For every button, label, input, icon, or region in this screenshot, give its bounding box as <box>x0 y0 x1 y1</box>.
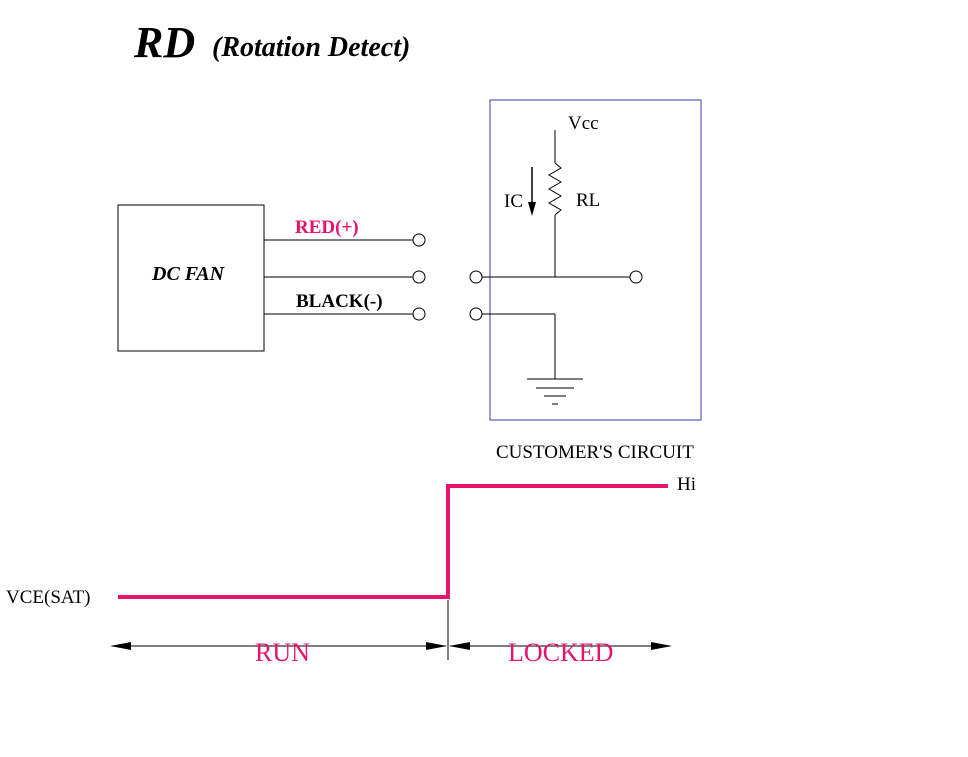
vcc-label: Vcc <box>568 113 599 134</box>
rd-signal-waveform <box>118 484 668 599</box>
hi-label: Hi <box>677 474 696 495</box>
rl-label: RL <box>576 190 600 211</box>
run-arrow-left-head <box>110 642 131 650</box>
title-main: RD <box>133 18 195 67</box>
title-sub: (Rotation Detect) <box>212 32 410 63</box>
terminal-signal <box>412 270 426 284</box>
vce-sat-label: VCE(SAT) <box>6 587 90 608</box>
circuit-terminal-ground <box>469 307 483 321</box>
red-wire-label: RED(+) <box>295 217 359 238</box>
circuit-caption: CUSTOMER'S CIRCUIT <box>496 442 694 463</box>
terminal-red <box>412 233 426 247</box>
resistor-rl <box>548 162 562 216</box>
run-label: RUN <box>255 638 310 667</box>
dc-fan-label: DC FAN <box>151 263 226 285</box>
dc-fan-box <box>117 204 265 352</box>
circuit-terminal-signal <box>469 270 483 284</box>
circuit-output-terminal <box>629 270 643 284</box>
ic-label: IC <box>504 191 523 212</box>
run-arrow-right-head <box>426 642 447 650</box>
black-wire-label: BLACK(-) <box>296 291 383 312</box>
locked-arrow-right-head <box>651 642 672 650</box>
locked-label: LOCKED <box>508 638 613 667</box>
terminal-black <box>412 307 426 321</box>
customer-circuit-box <box>489 99 702 421</box>
locked-arrow-left-head <box>449 642 470 650</box>
current-arrow-head <box>528 202 536 216</box>
